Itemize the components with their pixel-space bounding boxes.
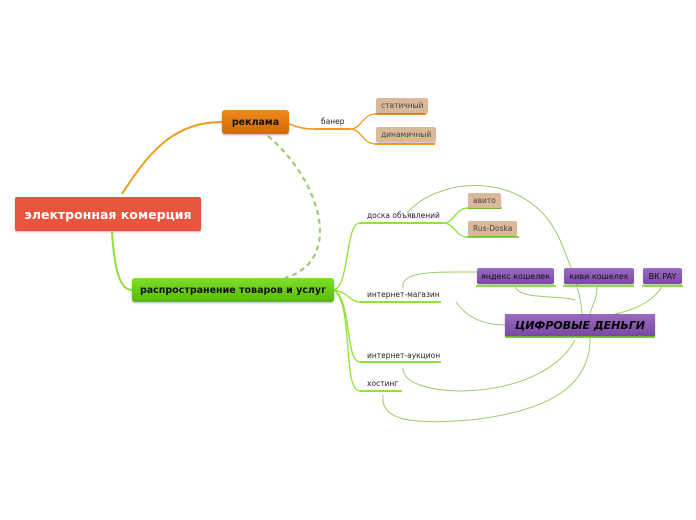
node-dinamicheskiy[interactable]: динамичный bbox=[376, 127, 437, 142]
link-magazin-digital bbox=[455, 301, 506, 326]
node-internet-aukcion[interactable]: интернет-аукцион bbox=[367, 350, 441, 360]
dashed-link-reklama-rasp bbox=[267, 135, 322, 280]
node-doska[interactable]: доска объявлений bbox=[367, 210, 440, 220]
node-rasprostranenie[interactable]: распространение товаров и услуг bbox=[132, 278, 334, 302]
connector-doska-rusdoska bbox=[442, 222, 469, 238]
node-digital-money[interactable]: ЦИФРОВЫЕ ДЕНЬГИ bbox=[505, 314, 655, 336]
connector-rasp-doska bbox=[333, 222, 361, 291]
node-kivi-koshelek[interactable]: киви кошелек bbox=[564, 268, 634, 284]
node-rusdoska[interactable]: Rus-Doska bbox=[468, 221, 518, 236]
connector-rasp-hosting bbox=[333, 289, 361, 392]
link-yandex-digital bbox=[514, 285, 576, 301]
node-staticheskiy[interactable]: статичный bbox=[376, 98, 429, 113]
link-kivi-digital bbox=[589, 285, 598, 315]
node-hosting[interactable]: хостинг bbox=[367, 378, 399, 388]
connector-baner-dynamic bbox=[349, 128, 377, 145]
link-vkpay-digital bbox=[614, 285, 663, 315]
connector-reklama-baner bbox=[288, 123, 316, 130]
node-yandex-koshelek[interactable]: яндекс кошелек bbox=[477, 268, 554, 284]
link-doska-digital bbox=[406, 185, 583, 317]
node-reklama[interactable]: реклама bbox=[222, 110, 289, 134]
connector-root-reklama bbox=[121, 121, 223, 195]
node-internet-magazin[interactable]: интернет-магазин bbox=[367, 289, 440, 299]
connector-rasp-magazin bbox=[333, 289, 361, 303]
node-baner[interactable]: банер bbox=[321, 116, 345, 126]
link-hosting-digital bbox=[382, 337, 591, 423]
connector-rasp-aukcion bbox=[333, 289, 361, 363]
root-node-e-commerce[interactable]: электронная комерция bbox=[15, 197, 201, 231]
node-avito[interactable]: авито bbox=[468, 193, 501, 208]
connector-doska-avito bbox=[442, 207, 469, 224]
connector-root-rasp bbox=[111, 231, 133, 291]
connector-baner-static bbox=[349, 113, 377, 130]
link-magazin-yandex bbox=[402, 271, 479, 289]
node-vk-pay[interactable]: ВК PAY bbox=[643, 268, 682, 284]
link-aukcion-digital bbox=[402, 339, 576, 392]
